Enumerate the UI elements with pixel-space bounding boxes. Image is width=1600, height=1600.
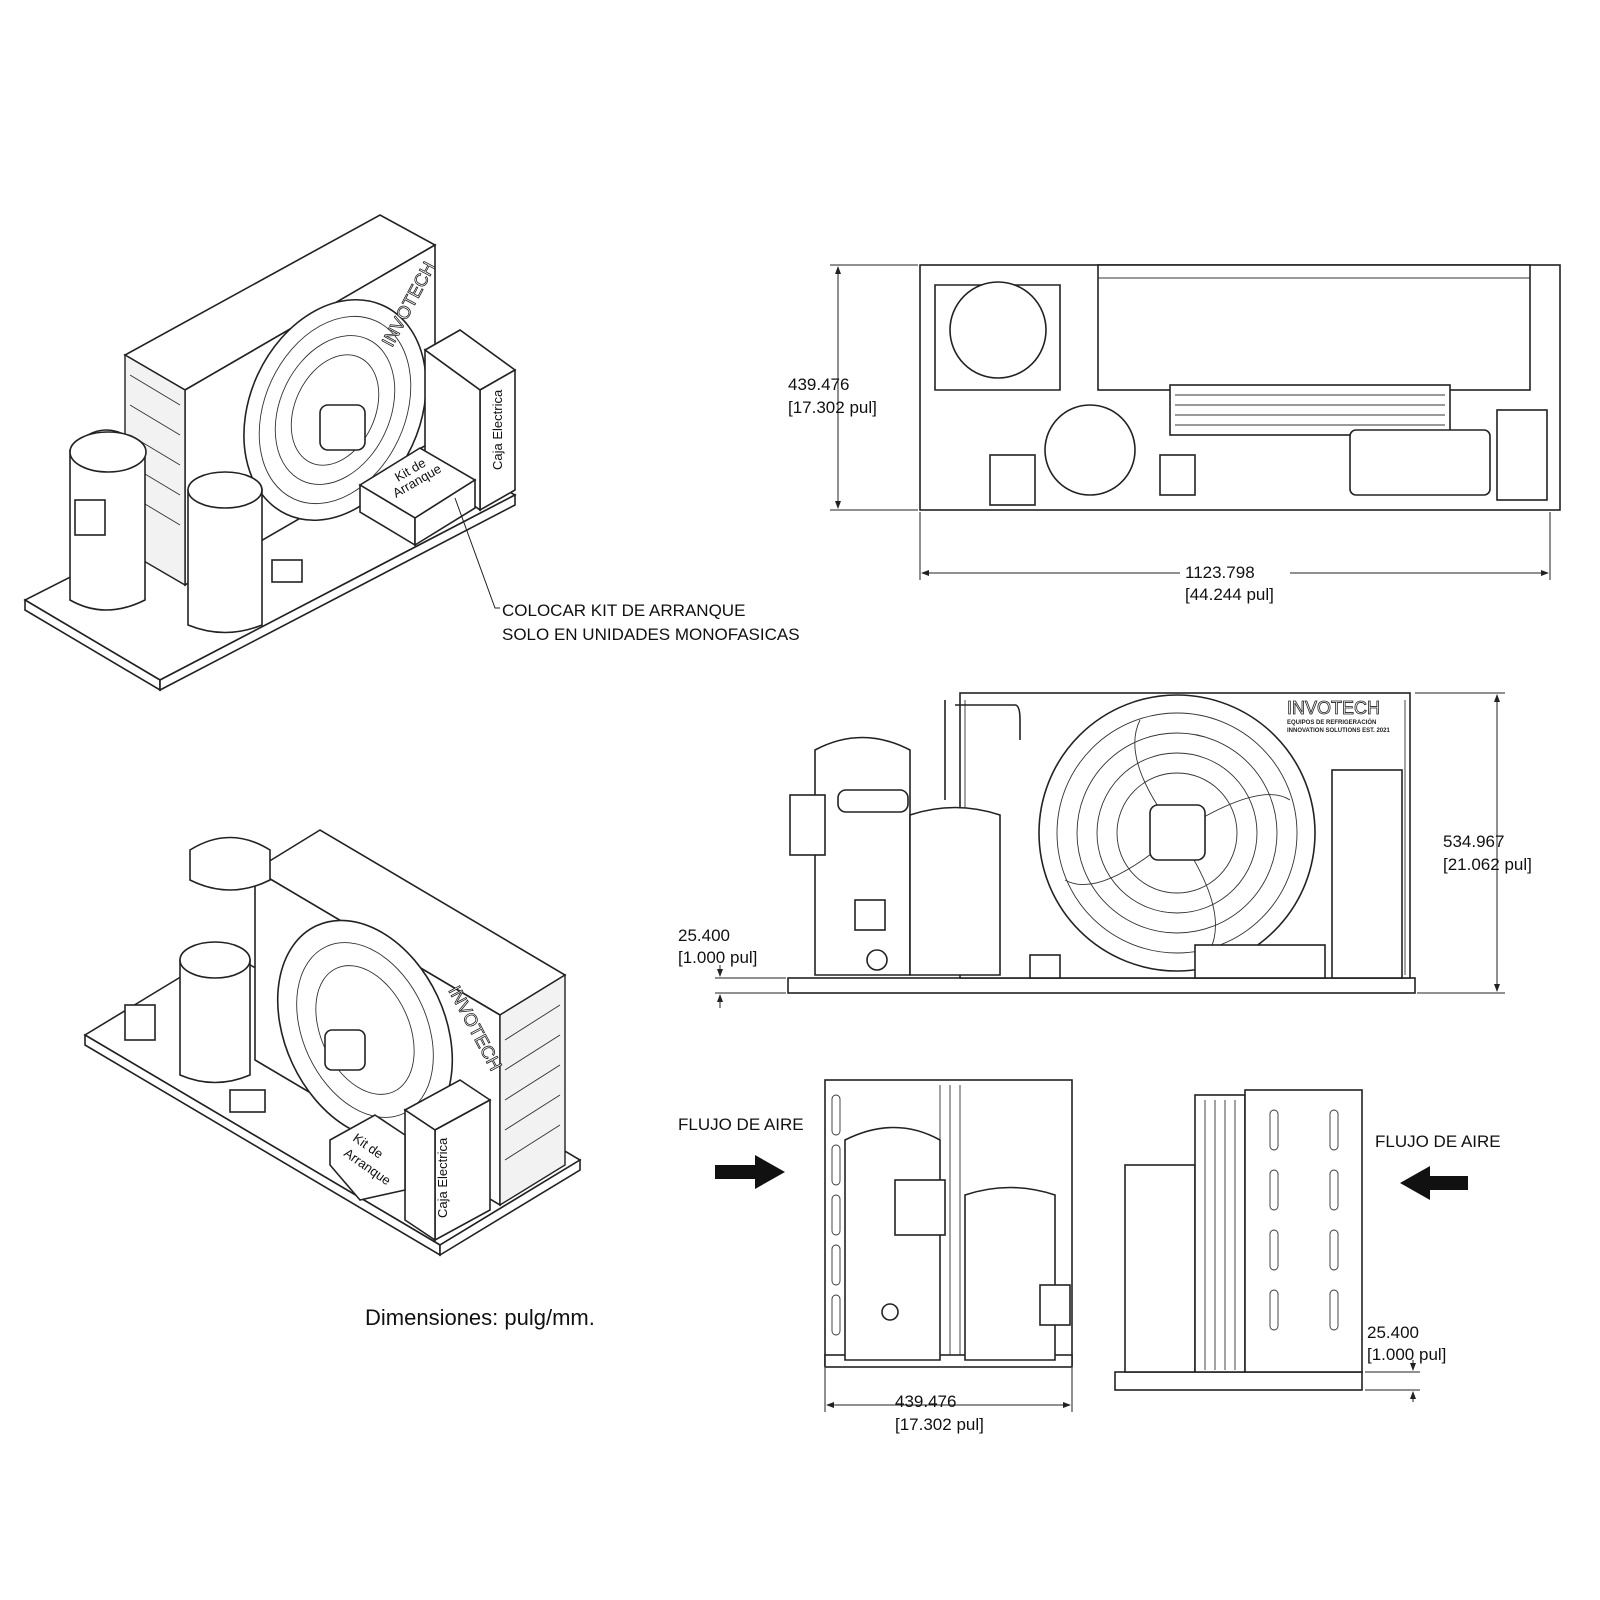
kit-note-line2: SOLO EN UNIDADES MONOFASICAS <box>502 625 800 644</box>
front-view: INVOTECH EQUIPOS DE REFRIGERACIÓN INNOVA… <box>678 692 1532 1008</box>
logo-line1-front: EQUIPOS DE REFRIGERACIÓN <box>1287 718 1376 726</box>
airflow-arrow-right-icon <box>715 1155 785 1189</box>
units-note: Dimensiones: pulg/mm. <box>365 1305 595 1330</box>
side-view-right: 25.400 [1.000 pul] FLUJO DE AIRE <box>1114 1089 1501 1402</box>
front-base-in: [1.000 pul] <box>678 948 757 967</box>
front-height-mm: 534.967 <box>1443 832 1504 851</box>
side-base-mm: 25.400 <box>1367 1323 1419 1342</box>
airflow-label-right: FLUJO DE AIRE <box>1375 1132 1501 1151</box>
front-height-in: [21.062 pul] <box>1443 855 1532 874</box>
isometric-view-bottom: INVOTECH Caja Electrica Kit de Arranque <box>83 829 582 1257</box>
side-view-left: 439.476 [17.302 pul] FLUJO DE AIRE <box>678 1079 1073 1434</box>
front-base-mm: 25.400 <box>678 926 730 945</box>
plan-depth-in: [17.302 pul] <box>788 398 877 417</box>
isometric-view-top: INVOTECH Caja Electrica Kit de Arranque … <box>23 214 800 692</box>
plan-view: 439.476 [17.302 pul] 1123.798 [44.244 pu… <box>788 264 1561 604</box>
plan-depth-mm: 439.476 <box>788 375 849 394</box>
electrical-box-label-top: Caja Electrica <box>490 389 505 470</box>
airflow-label-left: FLUJO DE AIRE <box>678 1115 804 1134</box>
logo-line2-front: INNOVATION SOLUTIONS EST. 2021 <box>1287 728 1390 734</box>
kit-note-line1: COLOCAR KIT DE ARRANQUE <box>502 601 745 620</box>
plan-length-in: [44.244 pul] <box>1185 585 1274 604</box>
electrical-box-label-bottom: Caja Electrica <box>435 1137 450 1218</box>
side-depth-mm: 439.476 <box>895 1392 956 1411</box>
side-base-in: [1.000 pul] <box>1367 1345 1446 1364</box>
side-depth-in: [17.302 pul] <box>895 1415 984 1434</box>
airflow-arrow-left-icon <box>1400 1166 1468 1200</box>
logo-brand-front: INVOTECH <box>1287 698 1380 718</box>
plan-length-mm: 1123.798 <box>1185 563 1255 582</box>
